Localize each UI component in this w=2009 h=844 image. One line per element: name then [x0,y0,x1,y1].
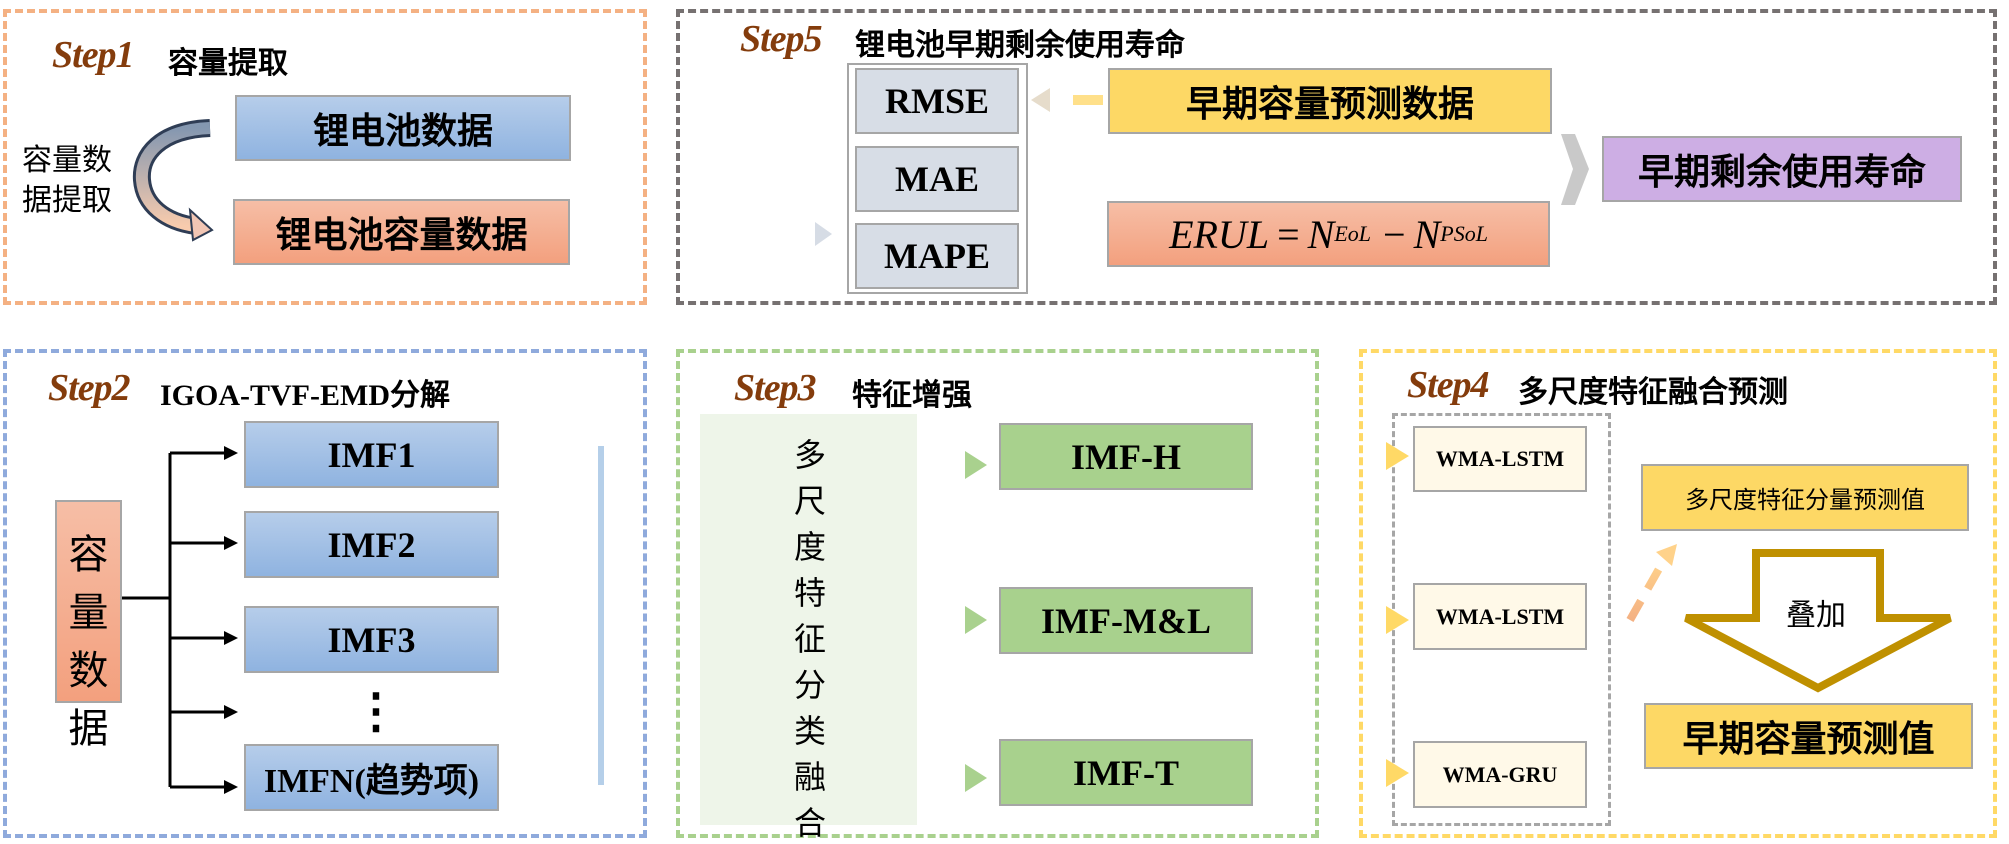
imfn-text: IMFN(趋势项) [263,763,480,800]
fusion-char: 度 [793,529,826,565]
battery-data-box: 锂电池数据 [235,95,571,161]
imf3-box: IMF3 [244,606,499,673]
extraction-label: 容量数 据提取 [22,141,112,221]
imf-bracket [540,445,604,786]
step3-title: 特征增强 [852,379,972,412]
model-1-text: WMA-LSTM [1435,446,1565,471]
step3-label: Step3 [734,367,817,409]
imfn-box: IMFN(趋势项) [244,744,499,811]
extraction-label-line2: 据提取 [22,184,112,217]
metric-mae: MAE [855,146,1019,212]
curved-arrow-icon [132,119,214,242]
model-box-3: WMA-GRU [1413,741,1587,808]
formula-n-psol: N [1413,211,1441,257]
source-char: 量 [68,590,109,635]
source-char: 据 [68,706,109,751]
source-char: 容 [68,532,109,577]
formula-lhs: ERUL [1169,211,1270,257]
imf-ml-text: IMF-M&L [1041,600,1211,641]
step1-label: Step1 [52,34,135,76]
metric-rmse-text: RMSE [884,81,989,121]
capacity-data-text: 锂电池容量数据 [275,215,528,255]
step2-title: IGOA-TVF-EMD分解 [160,379,450,412]
fusion-char: 融 [793,759,826,795]
down-arrow-icon [1684,549,1952,693]
early-rul-text: 早期剩余使用寿命 [1637,152,1926,192]
final-prediction-box: 早期容量预测值 [1644,703,1973,769]
metric-mae-text: MAE [895,159,979,199]
imf-h-box: IMF-H [999,423,1253,490]
step5-label: Step5 [740,18,823,60]
step1-title: 容量提取 [168,47,288,80]
formula-equals: = [1277,211,1300,257]
step4-panel [1359,349,1997,838]
early-rul-box: 早期剩余使用寿命 [1602,136,1962,202]
imf-ml-box: IMF-M&L [999,587,1253,654]
to-component-arrow [1626,544,1677,622]
chevron-right-icon [1561,134,1589,205]
imf-t-box: IMF-T [999,739,1253,806]
fusion-char: 类 [793,713,826,749]
fusion-char: 合 [793,805,826,841]
formula-minus: − [1383,211,1406,257]
capacity-to-metrics-arrow [580,222,832,246]
imf3-text: IMF3 [327,619,416,660]
model-box-1: WMA-LSTM [1413,426,1587,492]
model-2-text: WMA-LSTM [1435,603,1565,629]
prediction-to-rmse-arrow [1031,88,1103,112]
formula-n-eol: N [1307,211,1335,257]
source-char: 数 [68,648,109,693]
fusion-char: 分 [793,667,826,703]
component-prediction-text: 多尺度特征分量预测值 [1685,488,1925,514]
step5-title: 锂电池早期剩余使用寿命 [855,29,1185,62]
capacity-source-box: 容 量 数 据 [55,500,122,751]
feature-arrows [608,451,987,792]
model-box-2: WMA-LSTM [1413,583,1587,650]
early-prediction-data-text: 早期容量预测数据 [1185,84,1474,124]
fusion-char: 多 [793,437,826,473]
tree-arrowheads [224,446,238,794]
extraction-label-line1: 容量数 [22,144,112,177]
fusion-char: 尺 [793,483,826,519]
formula-sub-psol: PSoL [1440,221,1488,246]
fusion-label: 多 尺 度 特 征 分 类 融 合 [785,430,835,841]
ellipsis-icon: ⋮ [352,685,400,738]
imf1-box: IMF1 [244,421,499,488]
early-prediction-data-box: 早期容量预测数据 [1108,68,1552,134]
step5-panel [676,9,1997,305]
formula-sub-eol: EoL [1334,221,1371,246]
superpose-label: 叠加 [1786,599,1846,632]
model-arrows [1265,442,1409,787]
metric-mape: MAPE [855,223,1019,289]
component-prediction-box: 多尺度特征分量预测值 [1641,464,1969,531]
step1-panel [3,9,647,305]
step2-label: Step2 [48,367,131,409]
metric-mape-text: MAPE [884,236,990,276]
step4-label: Step4 [1407,364,1490,406]
imf-t-text: IMF-T [1073,752,1179,793]
step3-panel [676,349,1319,838]
metric-rmse: RMSE [855,68,1019,134]
step4-title: 多尺度特征融合预测 [1518,376,1788,409]
imf1-text: IMF1 [327,434,416,475]
final-prediction-text: 早期容量预测值 [1682,719,1935,759]
imf2-box: IMF2 [244,511,499,578]
battery-data-text: 锂电池数据 [312,111,493,151]
imf2-text: IMF2 [327,524,416,565]
imf-h-text: IMF-H [1071,436,1181,477]
model-3-text: WMA-GRU [1442,761,1558,787]
fusion-char: 特 [793,575,826,611]
step2-panel [3,349,647,838]
fusion-char: 征 [793,621,826,657]
capacity-data-box: 锂电池容量数据 [233,199,570,265]
decomposition-tree [122,451,228,789]
